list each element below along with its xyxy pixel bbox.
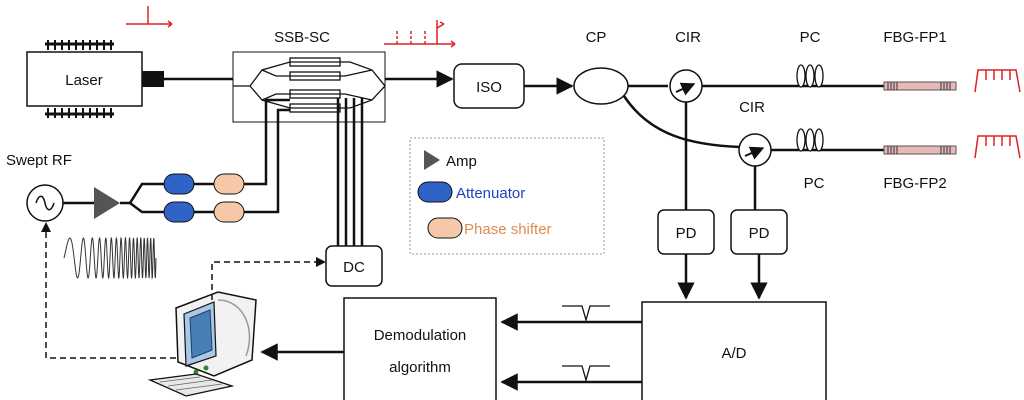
fbg-fp2-sensor bbox=[883, 145, 957, 155]
fbg-fp1-sensor bbox=[883, 81, 957, 91]
modulator-to-dc-lines bbox=[336, 98, 364, 246]
polarization-controller-1 bbox=[796, 64, 824, 88]
ad-to-demod-arrows bbox=[500, 313, 642, 391]
legend-phase-shifter-label: Phase shifter bbox=[464, 221, 552, 238]
ad-converter-label: A/D bbox=[721, 345, 746, 362]
swept-rf-label: Swept RF bbox=[6, 152, 72, 169]
swept-rf-source bbox=[26, 184, 64, 222]
ssb-sc-waveguides bbox=[233, 57, 386, 113]
ad-converter bbox=[641, 301, 827, 400]
coupler-fibers bbox=[622, 84, 741, 149]
laser-pins-bottom bbox=[45, 108, 114, 118]
ssb-spectrum-icon bbox=[384, 20, 456, 48]
polarization-controller-1-label: PC bbox=[800, 29, 821, 46]
phase-shifter-1 bbox=[213, 173, 245, 195]
legend-attenuator-icon bbox=[417, 181, 453, 203]
laser-spectrum-icon bbox=[126, 6, 173, 28]
isolator-label: ISO bbox=[476, 79, 502, 96]
notch-waveform-icons bbox=[562, 305, 610, 383]
computer-icon bbox=[147, 291, 257, 397]
coupler bbox=[573, 67, 629, 105]
phase-shifter-2 bbox=[213, 201, 245, 223]
laser: Laser bbox=[26, 40, 164, 118]
circulator-1 bbox=[669, 69, 703, 103]
fbg-fp1-reflection-spectrum-icon bbox=[974, 69, 1021, 93]
circulator-1-label: CIR bbox=[675, 29, 701, 46]
ssb-sc-housing bbox=[232, 51, 386, 123]
polarization-controller-2-label: PC bbox=[804, 175, 825, 192]
polarization-controller-2 bbox=[796, 128, 824, 152]
demodulation-algorithm-box bbox=[343, 297, 497, 400]
pd-to-ad-lines bbox=[677, 254, 768, 300]
isolator-box bbox=[453, 63, 525, 109]
legend-amp-icon bbox=[424, 150, 440, 170]
demodulation-label-line2: algorithm bbox=[389, 359, 451, 376]
rf-split-lines bbox=[120, 98, 290, 214]
rf-amplifier-icon bbox=[94, 187, 120, 219]
fbg-fp1-label: FBG-FP1 bbox=[883, 29, 946, 46]
laser-label: Laser bbox=[65, 72, 103, 89]
circulator-2 bbox=[738, 133, 772, 167]
laser-output-port bbox=[142, 71, 164, 87]
chirp-waveform-icon bbox=[63, 236, 157, 280]
sine-wave-icon bbox=[35, 195, 55, 211]
legend-attenuator-label: Attenuator bbox=[456, 185, 525, 202]
dc-bias-controller bbox=[325, 245, 383, 287]
attenuator-2 bbox=[163, 201, 195, 223]
dc-bias-controller-label: DC bbox=[343, 259, 365, 276]
legend-phase-shifter-icon bbox=[427, 217, 463, 239]
ssb-sc-label: SSB-SC bbox=[274, 29, 330, 46]
circulator-2-label: CIR bbox=[739, 99, 765, 116]
legend-amp-label: Amp bbox=[446, 153, 477, 170]
photodetector-2-label: PD bbox=[749, 225, 770, 242]
control-dashed-lines bbox=[45, 230, 320, 359]
attenuator-1 bbox=[163, 173, 195, 195]
photodetector-1-label: PD bbox=[676, 225, 697, 242]
control-arrowheads bbox=[41, 222, 326, 267]
main-fiber bbox=[164, 70, 574, 95]
fbg-fp2-label: FBG-FP2 bbox=[883, 175, 946, 192]
laser-box bbox=[26, 51, 143, 107]
demodulation-label-line1: Demodulation bbox=[374, 327, 467, 344]
laser-pins-top bbox=[45, 40, 114, 50]
fbg-fp2-reflection-spectrum-icon bbox=[974, 135, 1021, 159]
coupler-label: CP bbox=[586, 29, 607, 46]
ssb-sc-modulator bbox=[232, 51, 386, 123]
